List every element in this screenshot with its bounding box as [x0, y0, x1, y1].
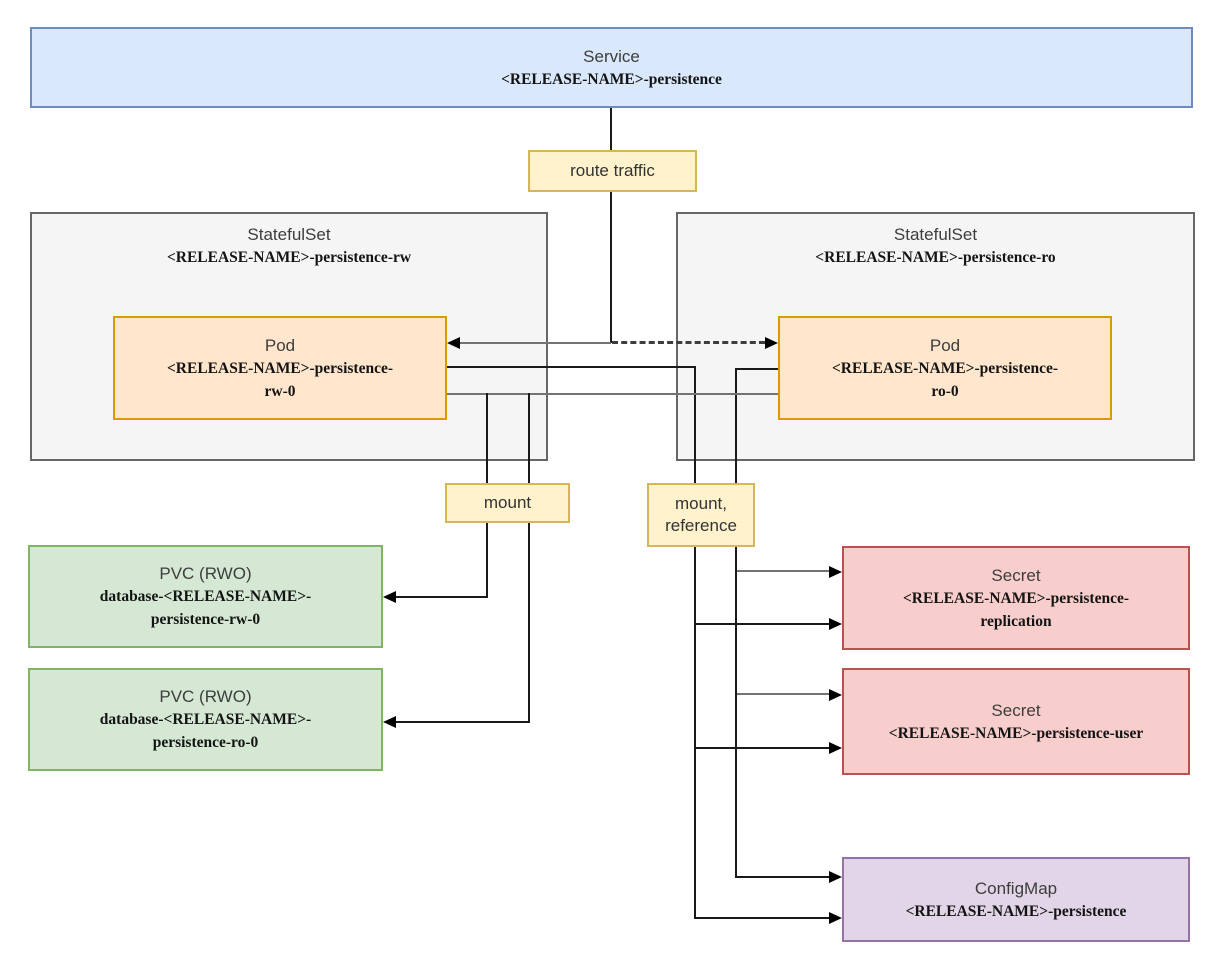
secret-replication-box: Secret <RELEASE-NAME>-persistence- repli…	[842, 546, 1190, 650]
arrowhead-rw-into-secret-replication	[829, 618, 842, 630]
edge-pod-rw-to-configmap	[694, 917, 829, 919]
arrowhead-into-pod-ro	[765, 337, 778, 349]
configmap-name: <RELEASE-NAME>-persistence	[905, 902, 1127, 920]
pod-rw-name-line2: rw-0	[264, 382, 296, 400]
service-title: Service	[583, 46, 640, 66]
secret-replication-name-line1: <RELEASE-NAME>-persistence-	[902, 589, 1130, 607]
edge-pod-ro-to-secret-user	[737, 693, 829, 695]
edge-pod-ro-pvc-vertical	[528, 393, 530, 721]
pvc-rw-name-line2: persistence-rw-0	[150, 611, 261, 628]
statefulset-ro-name: <RELEASE-NAME>-persistence-ro	[815, 249, 1056, 266]
mount-reference-label-line2: reference	[665, 516, 737, 535]
edge-pod-ro-to-secret-replication	[737, 570, 829, 572]
pvc-rw-box: PVC (RWO) database-<RELEASE-NAME>- persi…	[28, 545, 383, 648]
pod-ro-box: Pod <RELEASE-NAME>-persistence- ro-0	[778, 316, 1112, 420]
pod-rw-title: Pod	[264, 335, 296, 355]
edge-pod-rw-refs-horizontal	[447, 366, 695, 368]
pod-rw-box: Pod <RELEASE-NAME>-persistence- rw-0	[113, 316, 447, 420]
arrowhead-ro-into-secret-replication	[829, 566, 842, 578]
mount-reference-label-line1: mount,	[675, 494, 727, 513]
arrowhead-rw-into-secret-user	[829, 742, 842, 754]
pvc-rw-name-line1: database-<RELEASE-NAME>-	[99, 588, 312, 605]
edge-pod-rw-to-pvc-rw	[396, 596, 488, 598]
route-traffic-label: route traffic	[528, 150, 697, 192]
pvc-ro-name-line1: database-<RELEASE-NAME>-	[99, 711, 312, 728]
configmap-box: ConfigMap <RELEASE-NAME>-persistence	[842, 857, 1190, 942]
pod-ro-name-line1: <RELEASE-NAME>-persistence-	[831, 359, 1059, 377]
edge-pod-rw-to-secret-replication	[694, 623, 829, 625]
pvc-ro-title: PVC (RWO)	[159, 687, 252, 706]
pod-rw-name-line1: <RELEASE-NAME>-persistence-	[166, 359, 394, 377]
edge-route-traffic-to-pod-rw	[458, 342, 611, 344]
secret-user-title: Secret	[991, 700, 1041, 720]
arrowhead-ro-into-configmap	[829, 871, 842, 883]
edge-pods-pvc-horizontal	[447, 393, 778, 395]
arrowhead-into-pod-rw	[447, 337, 460, 349]
edge-route-traffic-to-pod-ro-dashed	[612, 341, 765, 344]
service-name: <RELEASE-NAME>-persistence	[501, 70, 722, 88]
secret-user-box: Secret <RELEASE-NAME>-persistence-user	[842, 668, 1190, 775]
edge-pod-ro-refs-vertical	[735, 368, 737, 878]
secret-replication-title: Secret	[991, 565, 1041, 585]
edge-pod-rw-to-secret-user	[694, 747, 829, 749]
edge-service-stem	[610, 108, 612, 343]
mount-label-text: mount	[483, 493, 532, 512]
statefulset-ro-title: StatefulSet	[893, 225, 978, 244]
pvc-ro-box: PVC (RWO) database-<RELEASE-NAME>- persi…	[28, 668, 383, 771]
mount-reference-label: mount, reference	[647, 483, 755, 547]
edge-pod-rw-refs-vertical	[694, 366, 696, 919]
mount-label: mount	[445, 483, 570, 523]
pvc-rw-title: PVC (RWO)	[159, 564, 252, 583]
statefulset-rw-title: StatefulSet	[247, 225, 331, 244]
service-box: Service <RELEASE-NAME>-persistence	[30, 27, 1193, 108]
pvc-ro-name-line2: persistence-ro-0	[152, 734, 259, 751]
arrowhead-rw-into-configmap	[829, 912, 842, 924]
secret-replication-name-line2: replication	[980, 612, 1052, 630]
route-traffic-label-text: route traffic	[570, 161, 655, 180]
arrowhead-ro-into-secret-user	[829, 689, 842, 701]
secret-user-name: <RELEASE-NAME>-persistence-user	[888, 724, 1144, 742]
edge-pod-ro-to-configmap	[737, 876, 829, 878]
arrowhead-into-pvc-ro	[383, 716, 396, 728]
configmap-title: ConfigMap	[974, 878, 1058, 898]
statefulset-rw-name: <RELEASE-NAME>-persistence-rw	[166, 249, 412, 266]
pod-ro-name-line2: ro-0	[931, 382, 959, 400]
edge-pod-ro-to-pvc-ro	[396, 721, 530, 723]
edge-pod-ro-refs-horizontal	[735, 368, 778, 370]
pod-ro-title: Pod	[929, 335, 961, 355]
arrowhead-into-pvc-rw	[383, 591, 396, 603]
